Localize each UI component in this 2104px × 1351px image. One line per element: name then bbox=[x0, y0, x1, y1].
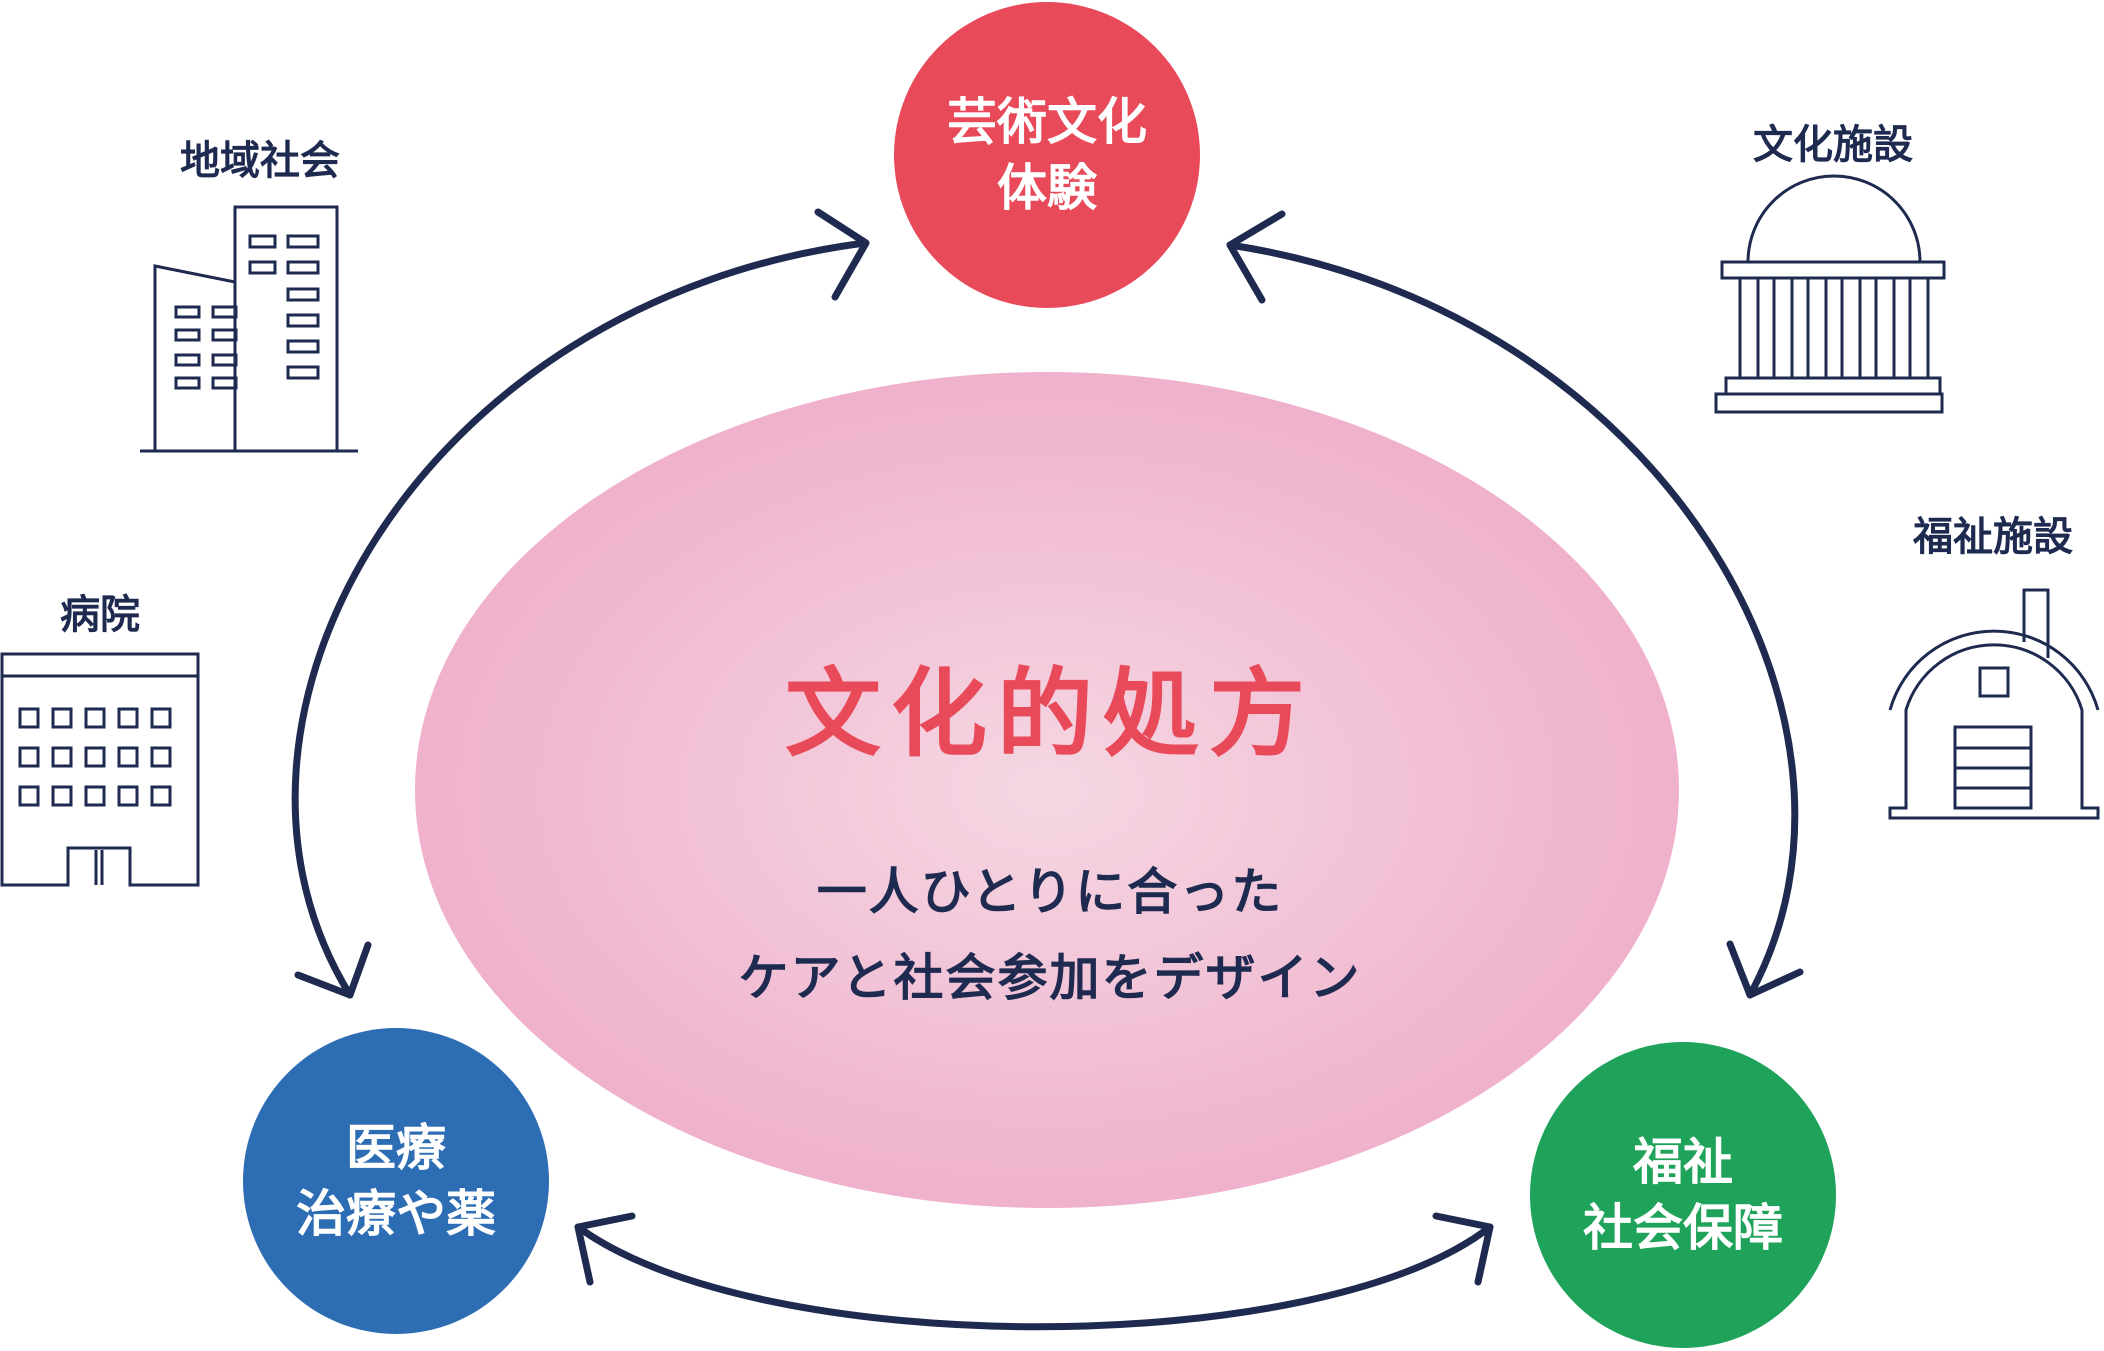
art-node-circle bbox=[894, 2, 1200, 308]
center-ellipse bbox=[415, 372, 1679, 1208]
museum-building-icon bbox=[1714, 174, 1946, 414]
culture-label: 文化施設 bbox=[1753, 122, 1913, 168]
welfare-node-line1: 福祉 bbox=[1633, 1133, 1733, 1191]
arrowhead-welfare-bottom bbox=[1432, 1212, 1494, 1286]
medical-node-circle bbox=[243, 1028, 549, 1334]
art-node-line1: 芸術文化 bbox=[947, 93, 1147, 151]
cycle-arrows bbox=[291, 208, 1804, 1331]
arrowhead-art bbox=[814, 208, 870, 301]
welfare-node: 福祉 社会保障 bbox=[1530, 1042, 1836, 1348]
welfare-house-icon bbox=[1888, 588, 2100, 820]
community-label: 地域社会 bbox=[180, 138, 340, 184]
hospital-label: 病院 bbox=[60, 592, 140, 638]
welfare-node-circle bbox=[1530, 1042, 1836, 1348]
arrow-art-medical bbox=[291, 239, 869, 999]
arrowhead-welfare bbox=[1726, 940, 1804, 999]
welfare-node-line2: 社会保障 bbox=[1583, 1199, 1783, 1257]
arrowhead-art-right bbox=[1226, 210, 1286, 304]
arrowhead-medical-bottom bbox=[574, 1212, 636, 1286]
medical-node-line2: 治療や薬 bbox=[296, 1185, 496, 1243]
art-node: 芸術文化 体験 bbox=[894, 2, 1200, 308]
arrow-medical-welfare bbox=[574, 1223, 1494, 1331]
medical-node-line1: 医療 bbox=[346, 1119, 446, 1177]
arrow-art-welfare bbox=[1226, 241, 1799, 999]
arrowhead-medical bbox=[294, 941, 372, 999]
hospital-building-icon bbox=[0, 652, 200, 887]
art-node-line2: 体験 bbox=[997, 159, 1097, 217]
center-subtitle-line1: 一人ひとりに合った bbox=[816, 863, 1284, 921]
center-subtitle-line2: ケアと社会参加をデザイン bbox=[738, 949, 1362, 1007]
medical-node: 医療 治療や薬 bbox=[243, 1028, 549, 1334]
center-title: 文化的処方 bbox=[785, 658, 1315, 770]
office-building-icon bbox=[140, 205, 358, 453]
welfare-facility-label: 福祉施設 bbox=[1913, 514, 2073, 560]
